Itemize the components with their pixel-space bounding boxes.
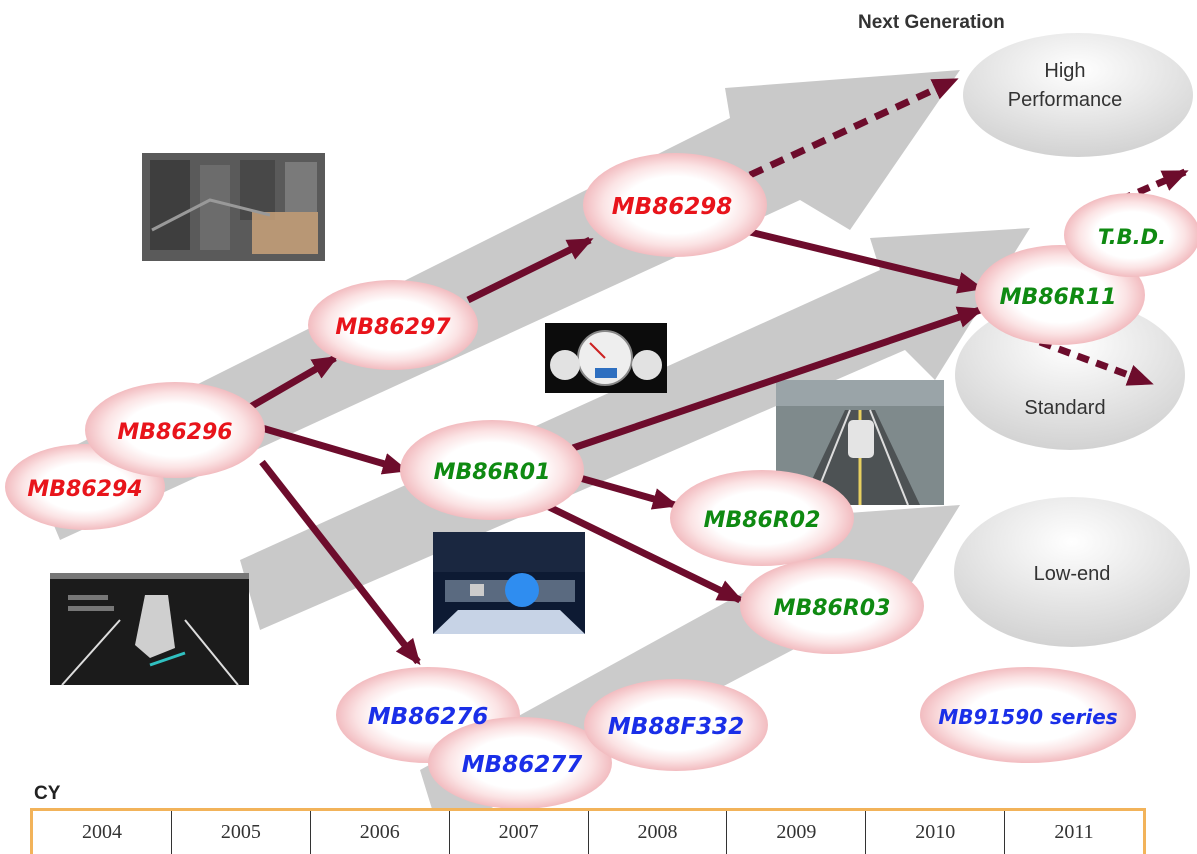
arrow-mb86296-to-mb86r01 [261,424,409,475]
node-mb86277-label: MB86277 [462,752,582,778]
node-mb86276-label: MB86276 [368,704,488,730]
year-cell-2009: 2009 [727,811,867,854]
node-tbd-label: T.B.D. [1098,225,1166,249]
node-mb86r02-label: MB86R02 [704,508,821,533]
arrow-mb86298-to-next-high [748,76,959,179]
arrow-mb86298-to-mb86r11 [749,228,984,294]
photo-dashboard-blue [433,532,585,634]
node-mb91590-label: MB91590 series [938,705,1117,729]
arrow-mb86296-to-mb86297 [243,354,339,414]
chip-labels: MB86294 MB86296 MB86297 MB86298 MB86R01 … [27,194,1166,778]
photo-gauge-cluster [545,323,667,393]
category-lowend-bubble [954,497,1190,647]
timeline-year-bar: 2004 2005 2006 2007 2008 2009 2010 2011 [30,808,1146,854]
photo-city-aerial [142,153,325,261]
category-standard-label: Standard [1024,397,1105,419]
node-mb86298-ellipse [583,153,767,257]
year-cell-2008: 2008 [589,811,728,854]
arrow-mb86r01-to-mb86r02 [579,474,679,510]
node-mb86277-ellipse [428,717,612,809]
node-mb86r01-ellipse [400,420,584,520]
category-bubbles: High Performance Standard Low-end [954,33,1193,647]
node-mb86297-label: MB86297 [335,315,451,340]
year-cell-2010: 2010 [866,811,1006,854]
timeline-cy-label: CY [34,783,61,804]
year-cell-2006: 2006 [311,811,450,854]
node-mb86r03-ellipse [740,558,924,654]
node-mb86297-ellipse [308,280,478,370]
category-high-label-1: High [1044,60,1085,82]
node-mb86r11-label: MB86R11 [1000,285,1117,310]
year-cell-2004: 2004 [33,811,172,854]
category-lowend-label: Low-end [1034,563,1111,585]
photo-seat-ui [50,573,249,686]
arrow-mb86297-to-mb86298 [466,236,594,304]
next-generation-heading: Next Generation [858,12,1005,33]
node-mb86r01-label: MB86R01 [434,460,551,485]
node-mb88f332-ellipse [584,679,768,771]
year-cell-2007: 2007 [450,811,589,854]
year-cell-2005: 2005 [172,811,311,854]
category-high-label-2: Performance [1008,89,1123,111]
category-standard-bubble [955,300,1185,450]
year-cell-2011: 2011 [1054,821,1094,843]
chip-nodes [5,153,1197,809]
node-mb86r02-ellipse [670,470,854,566]
node-mb91590-ellipse [920,667,1136,763]
node-mb86294-label: MB86294 [27,477,142,502]
node-mb86296-ellipse [85,382,265,478]
node-mb86296-label: MB86296 [117,420,232,445]
node-tbd-ellipse [1064,193,1197,277]
node-mb86298-label: MB86298 [612,194,732,220]
category-high-bubble [963,33,1193,157]
arrow-mb86r01-to-mb86r03 [543,501,744,604]
node-mb88f332-label: MB88F332 [608,714,744,740]
arrow-mb86r01-to-mb86r11 [571,306,984,452]
node-mb86r03-label: MB86R03 [774,596,891,621]
arrow-mb86296-to-mb86276 [259,459,421,666]
